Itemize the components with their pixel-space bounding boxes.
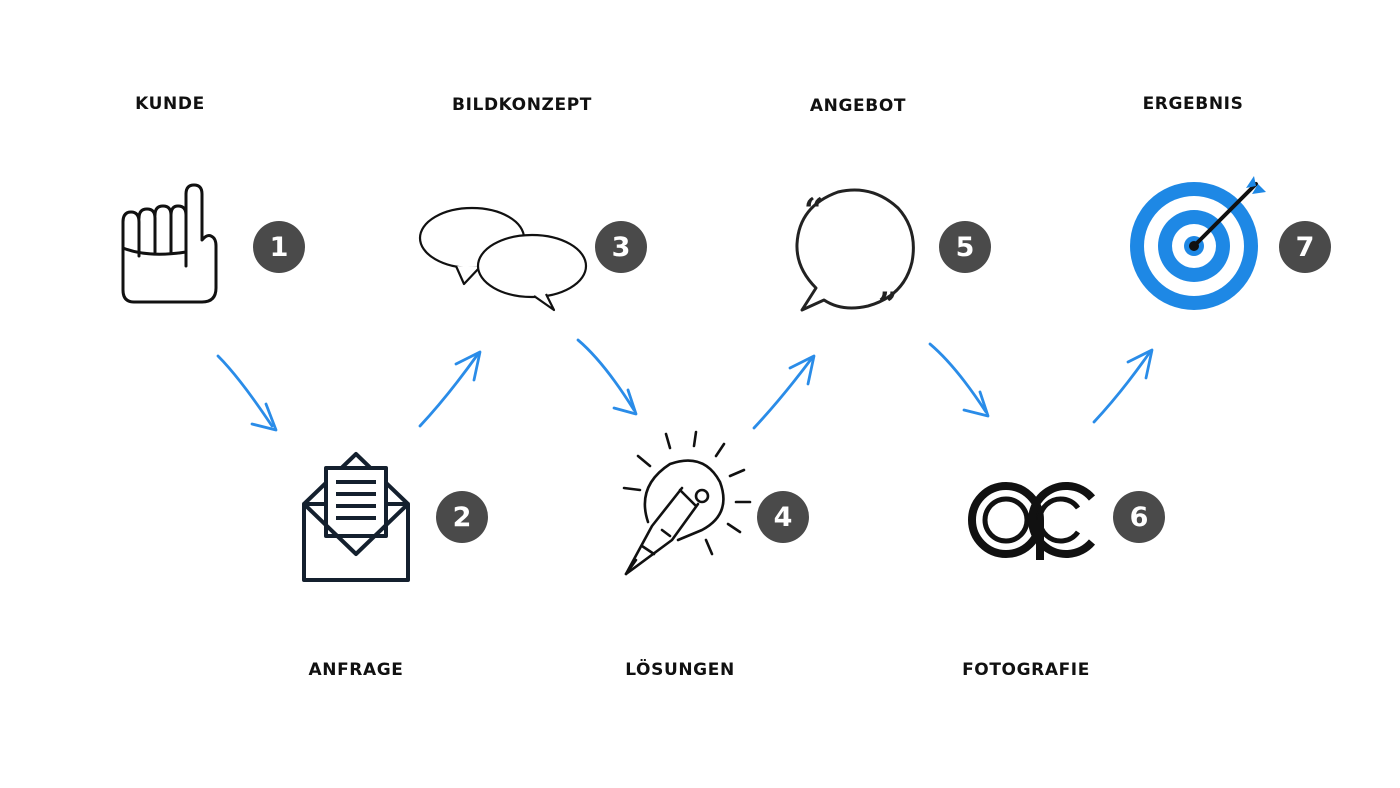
step-label-ergebnis: ERGEBNIS <box>1142 94 1244 114</box>
target-icon <box>1130 176 1266 310</box>
arrow-3-to-4 <box>576 338 638 416</box>
arrow-6-to-7 <box>1092 348 1154 424</box>
step-badge-5: 5 <box>939 221 991 273</box>
step-label-fotografie: FOTOGRAFIE <box>962 660 1090 680</box>
svg-text:“: “ <box>804 191 824 231</box>
arrow-2-to-3 <box>418 350 482 428</box>
svg-text:”: ” <box>878 285 898 325</box>
step-badge-4: 4 <box>757 491 809 543</box>
arrow-5-to-6 <box>928 342 990 418</box>
step-label-anfrage: ANFRAGE <box>308 660 404 680</box>
step-badge-7: 7 <box>1279 221 1331 273</box>
step-label-angebot: ANGEBOT <box>809 96 907 116</box>
speech-bubbles-icon <box>418 206 588 312</box>
lightbulb-pencil-icon <box>622 430 752 576</box>
step-badge-1: 1 <box>253 221 305 273</box>
pointing-hand-icon <box>121 183 218 304</box>
step-label-bildkonzept: BILDKONZEPT <box>452 95 592 115</box>
step-badge-3: 3 <box>595 221 647 273</box>
envelope-icon <box>302 452 410 582</box>
arrow-4-to-5 <box>752 354 816 430</box>
ac-logo-icon <box>968 482 1096 560</box>
arrow-1-to-2 <box>216 354 278 432</box>
step-label-loesungen: LÖSUNGEN <box>625 660 735 680</box>
step-badge-2: 2 <box>436 491 488 543</box>
step-label-kunde: KUNDE <box>135 94 205 114</box>
quote-bubble-icon: “ ” <box>795 188 915 325</box>
step-badge-6: 6 <box>1113 491 1165 543</box>
